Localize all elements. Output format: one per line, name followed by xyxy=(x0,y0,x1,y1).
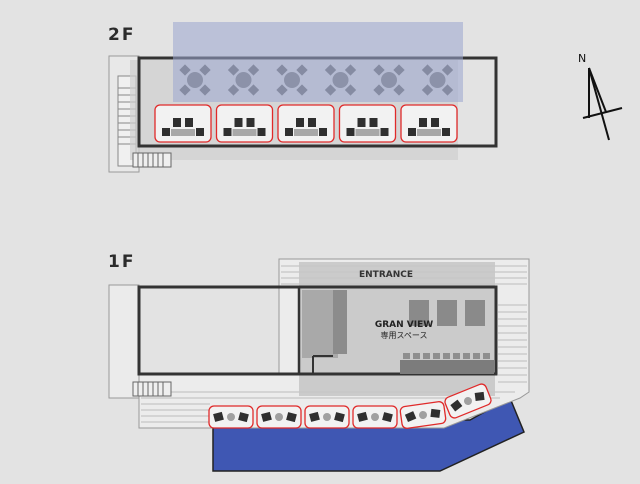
seat-box-1f xyxy=(352,405,398,429)
seat-box-1f xyxy=(256,405,302,429)
seat-boxes-1f xyxy=(208,383,492,429)
entrance-label: ENTRANCE xyxy=(359,270,413,280)
highlight-area-2f xyxy=(173,22,463,102)
service-block xyxy=(302,290,338,358)
compass-north-label: N xyxy=(578,52,586,65)
pond-area xyxy=(212,396,525,472)
gran-view-bench xyxy=(400,353,494,374)
gran-view-title: GRAN VIEW xyxy=(375,320,433,330)
floor-label-2f: 2F xyxy=(108,25,135,45)
service-column xyxy=(333,290,347,354)
compass-icon xyxy=(582,67,623,141)
seat-box-2f xyxy=(277,104,335,143)
seat-box-1f xyxy=(444,383,492,419)
left-wing-1f xyxy=(108,284,140,399)
gran-view-subtitle: 専用スペース xyxy=(380,330,427,340)
vent-1f xyxy=(132,381,172,397)
vent-2f xyxy=(132,152,172,168)
seat-box-2f xyxy=(338,104,397,143)
floor-label-1f: 1F xyxy=(108,252,135,272)
seat-box-1f xyxy=(399,401,447,429)
seat-box-1f xyxy=(208,405,254,429)
seat-box-2f xyxy=(400,104,458,143)
seat-box-2f xyxy=(154,104,212,143)
seat-box-1f xyxy=(304,405,350,429)
wall-1f xyxy=(137,285,498,376)
seat-box-2f xyxy=(215,104,274,143)
seat-boxes-2f xyxy=(154,104,458,143)
gran-view-tables xyxy=(409,300,485,326)
